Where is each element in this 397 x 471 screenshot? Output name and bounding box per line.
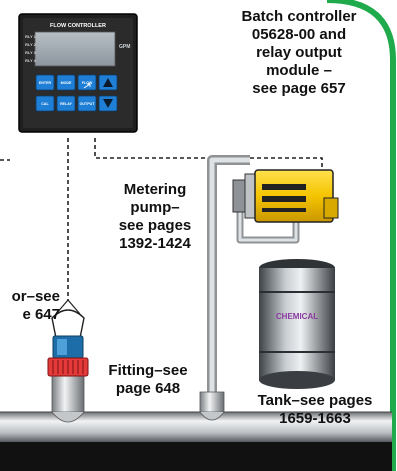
key-label: FLOW <box>82 81 93 85</box>
callout-line: page 648 <box>115 380 181 397</box>
controller-callout: Batch controller 05628-00 and relay outp… <box>224 8 374 98</box>
callout-line: e 647 <box>22 306 60 323</box>
callout-line: 05628-00 and <box>251 26 347 43</box>
key-label: RELAY <box>60 102 72 106</box>
callout-line: 1392-1424 <box>119 235 191 252</box>
flow-sensor <box>47 299 89 377</box>
down-arrow-icon <box>103 99 113 108</box>
tank-callout: Tank–see pages 1659-1663 <box>240 392 390 428</box>
callout-line: pump– <box>130 199 180 216</box>
keypad-key[interactable]: MODE <box>56 74 76 91</box>
keypad-key[interactable]: CAL <box>35 95 55 112</box>
callout-line: relay output <box>256 44 342 61</box>
metering-pump <box>232 169 339 223</box>
callout-line: see page 657 <box>252 80 346 97</box>
tank-chemical-label: CHEMICAL <box>276 312 318 321</box>
key-label: ENTER <box>39 81 52 85</box>
controller-keypad: ENTER MODE FLOW CAL RELAY OUTPUT <box>35 74 118 112</box>
callout-line: module – <box>266 62 332 79</box>
callout-line: Tank–see pages <box>257 392 373 409</box>
flow-arrow-icon <box>83 83 91 89</box>
fitting-callout: Fitting–see page 648 <box>98 362 198 398</box>
chemical-tank: CHEMICAL <box>259 259 335 389</box>
callout-line: Fitting–see <box>108 362 188 379</box>
key-label: CAL <box>41 102 49 106</box>
keypad-key[interactable]: RELAY <box>56 95 76 112</box>
keypad-key[interactable] <box>98 95 118 112</box>
process-pipe <box>0 373 392 471</box>
display-unit: GPM <box>119 44 130 50</box>
relay-label: RLY 1 <box>25 34 37 39</box>
relay-labels: RLY 1 RLY 2 RLY 3 RLY 4 <box>25 34 37 63</box>
keypad-key[interactable]: ENTER <box>35 74 55 91</box>
relay-label: RLY 3 <box>25 50 37 55</box>
controller-title: FLOW CONTROLLER <box>50 23 106 29</box>
pump-cable <box>94 138 323 189</box>
relay-label: RLY 2 <box>25 42 37 47</box>
callout-line: see pages <box>118 217 192 234</box>
page-border-line <box>326 0 396 471</box>
chemical-feed-line <box>207 155 300 400</box>
callout-line: Batch controller <box>241 8 357 25</box>
keypad-key[interactable]: FLOW <box>77 74 97 91</box>
sensor-callout: or–see e 647 <box>0 288 60 324</box>
callout-line: Metering <box>123 181 187 198</box>
keypad-key[interactable]: OUTPUT <box>77 95 97 112</box>
up-arrow-icon <box>103 78 113 87</box>
key-label: OUTPUT <box>80 102 96 106</box>
callout-line: 1659-1663 <box>279 410 351 427</box>
controller-display <box>34 31 116 67</box>
pump-callout: Metering pump– see pages 1392-1424 <box>110 181 200 253</box>
relay-label: RLY 4 <box>25 58 37 63</box>
key-label: MODE <box>61 81 72 85</box>
flow-controller: FLOW CONTROLLER RLY 1 RLY 2 RLY 3 RLY 4 GPM… <box>18 13 138 133</box>
keypad-key[interactable] <box>98 74 118 91</box>
callout-line: or–see <box>11 288 60 305</box>
